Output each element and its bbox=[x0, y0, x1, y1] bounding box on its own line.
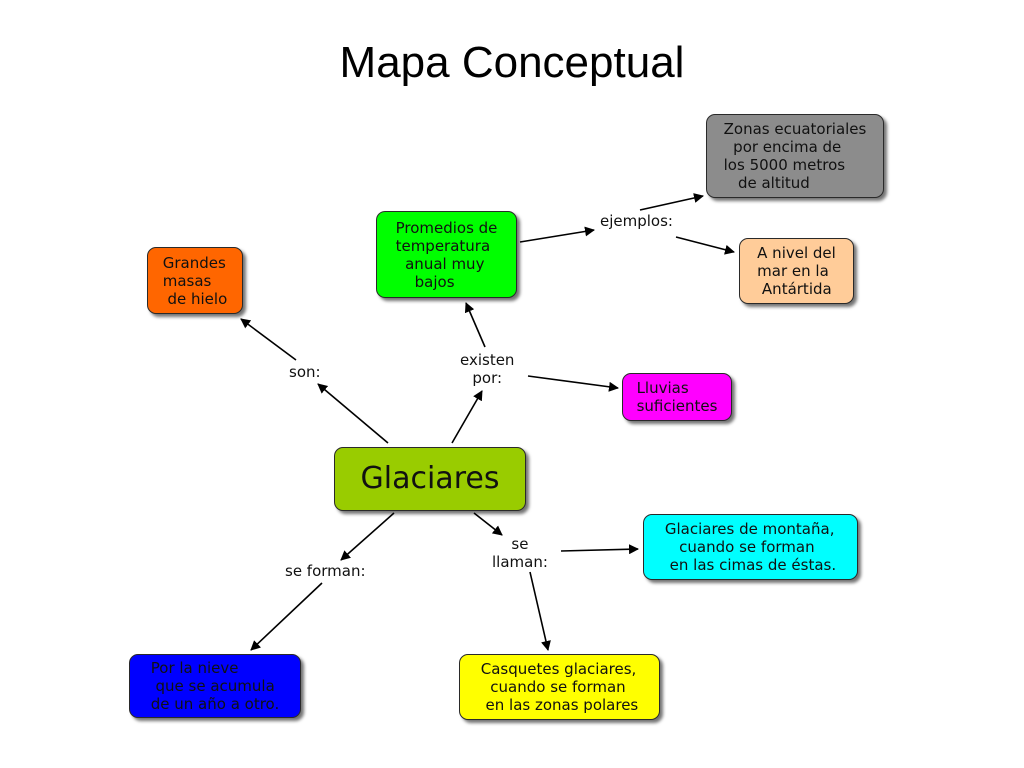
arrow-ejemplos-to-nivel-mar bbox=[675, 236, 735, 255]
node-casquetes-text: Casquetes glaciares, cuando se forman en… bbox=[480, 660, 639, 714]
node-grandes-masas-text: Grandes masas de hielo bbox=[162, 253, 228, 308]
node-promedios: Promedios de temperatura anual muy bajos bbox=[376, 211, 517, 298]
node-grandes-masas: Grandes masas de hielo bbox=[147, 247, 243, 314]
arrow-glaciares-to-se-forman bbox=[340, 512, 395, 561]
arrow-glaciares-to-son bbox=[317, 383, 389, 444]
node-lluvias: Lluvias suficientes bbox=[622, 373, 732, 421]
link-label-existen-por: existen por: bbox=[460, 351, 515, 387]
arrow-se-llaman-to-montana bbox=[560, 544, 639, 555]
node-nieve: Por la nieve que se acumula de un año a … bbox=[129, 654, 301, 718]
arrow-son-to-grandes-masas bbox=[240, 318, 297, 361]
node-nivel-mar: A nivel del mar en la Antártida bbox=[739, 238, 854, 304]
arrow-se-forman-to-nieve bbox=[250, 582, 323, 651]
arrow-ejemplos-to-zonas bbox=[639, 193, 704, 211]
node-casquetes: Casquetes glaciares, cuando se forman en… bbox=[459, 654, 660, 720]
link-label-se-llaman: se llaman: bbox=[492, 535, 548, 571]
node-lluvias-text: Lluvias suficientes bbox=[636, 379, 718, 415]
node-zonas-ecuatoriales-text: Zonas ecuatoriales por encima de los 500… bbox=[723, 120, 867, 192]
arrow-glaciares-to-existen bbox=[451, 390, 483, 444]
arrow-se-llaman-to-casquetes bbox=[529, 571, 551, 651]
node-nieve-text: Por la nieve que se acumula de un año a … bbox=[150, 659, 280, 713]
node-montana: Glaciares de montaña, cuando se forman e… bbox=[643, 514, 858, 580]
link-label-se-forman: se forman: bbox=[285, 562, 366, 580]
node-nivel-mar-text: A nivel del mar en la Antártida bbox=[757, 244, 836, 298]
arrow-promedios-to-ejemplos bbox=[519, 226, 595, 243]
node-montana-text: Glaciares de montaña, cuando se forman e… bbox=[664, 520, 837, 574]
node-zonas-ecuatoriales: Zonas ecuatoriales por encima de los 500… bbox=[706, 114, 884, 198]
arrow-glaciares-to-se-llaman bbox=[473, 512, 503, 536]
node-glaciares-text: Glaciares bbox=[360, 461, 500, 496]
page-title: Mapa Conceptual bbox=[339, 38, 685, 87]
link-label-son: son: bbox=[289, 363, 321, 381]
link-label-ejemplos: ejemplos: bbox=[600, 212, 673, 230]
arrow-existen-to-promedios bbox=[464, 302, 486, 348]
node-promedios-text: Promedios de temperatura anual muy bajos bbox=[395, 218, 498, 291]
node-glaciares: Glaciares bbox=[334, 447, 526, 511]
arrow-existen-to-lluvias bbox=[527, 375, 619, 392]
